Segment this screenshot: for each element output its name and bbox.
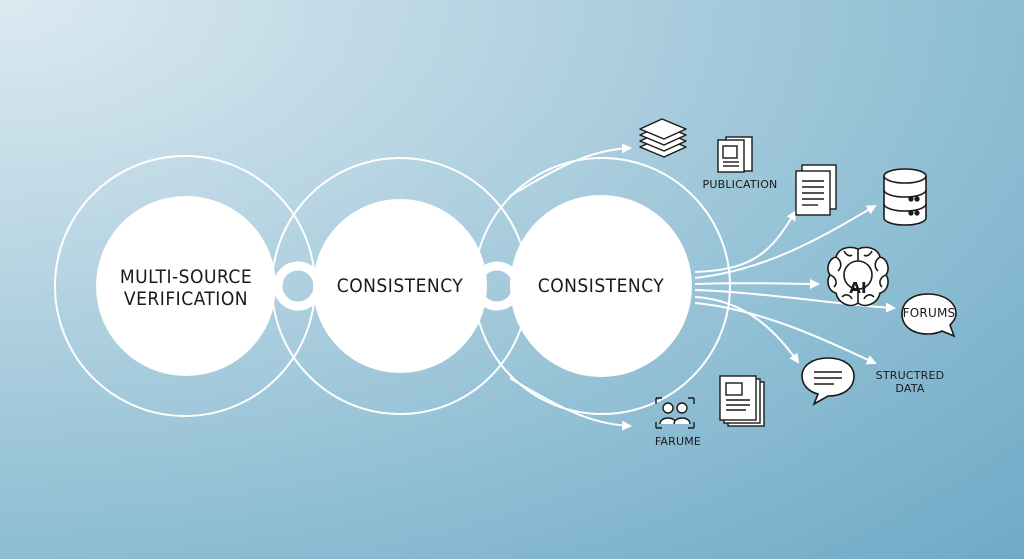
connector-rings [273, 261, 522, 311]
structured-data-line2: DATA [895, 382, 925, 395]
brain-icon [827, 246, 889, 307]
people-icon [655, 397, 695, 429]
node-verification-line1: MULTI-SOURCE [119, 266, 253, 288]
arrows [509, 143, 896, 431]
node-verification-label: MULTI-SOURCE VERIFICATION [96, 266, 276, 310]
arrow-to-forums [694, 289, 896, 313]
document-stack-icon [719, 375, 765, 427]
node-consistency-2-label: CONSISTENCY [537, 275, 665, 297]
stack-icon [639, 118, 687, 158]
ai-label: AI [849, 279, 867, 297]
connector-ring-1 [273, 261, 323, 311]
main-nodes [96, 195, 692, 377]
arrow-to-chat [694, 296, 800, 364]
structured-data-line1: STRUCTRED [875, 369, 945, 382]
arrow-to-people [509, 377, 632, 431]
arrow-to-document [694, 210, 797, 273]
arrow-to-stack [509, 143, 632, 197]
publication-icon [717, 136, 753, 173]
arrow-to-structured [694, 302, 877, 365]
farume-label: FARUME [654, 435, 702, 448]
arrow-to-brain [694, 278, 820, 289]
chat-bubble-icon [801, 357, 855, 406]
structured-data-label: STRUCTRED DATA [870, 369, 950, 395]
connector-ring-2 [472, 261, 522, 311]
document-icon [795, 164, 837, 216]
forums-label: FORUMS [902, 306, 956, 320]
database-icon [883, 168, 927, 226]
forums-speech-bubble-icon [901, 293, 957, 338]
node-verification-line2: VERIFICATION [123, 288, 249, 310]
node-verification-circle [96, 196, 276, 376]
node-consistency-1-label: CONSISTENCY [336, 275, 464, 297]
arrow-to-database [694, 204, 877, 279]
node-consistency-1-circle [313, 199, 487, 373]
publication-label: PUBLICATION [702, 178, 778, 191]
node-consistency-2-circle [510, 195, 692, 377]
